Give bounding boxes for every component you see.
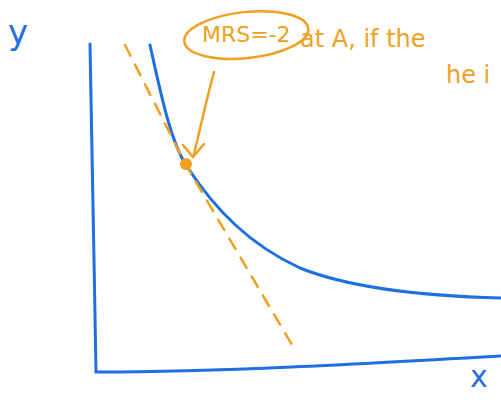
axes [90, 44, 500, 372]
axis-label: y [8, 14, 28, 51]
tangent-line [125, 45, 295, 350]
note-text: at A, if the [300, 26, 426, 52]
note-text: he i [446, 62, 490, 88]
arrowhead [183, 144, 204, 157]
axis-label: x [470, 360, 488, 393]
point-a [180, 158, 192, 170]
callout-oval: MRS=-2 [182, 10, 311, 60]
leader-arrow [194, 72, 214, 154]
indifference-curve [150, 45, 501, 298]
callout-text: MRS=-2 [202, 23, 291, 47]
